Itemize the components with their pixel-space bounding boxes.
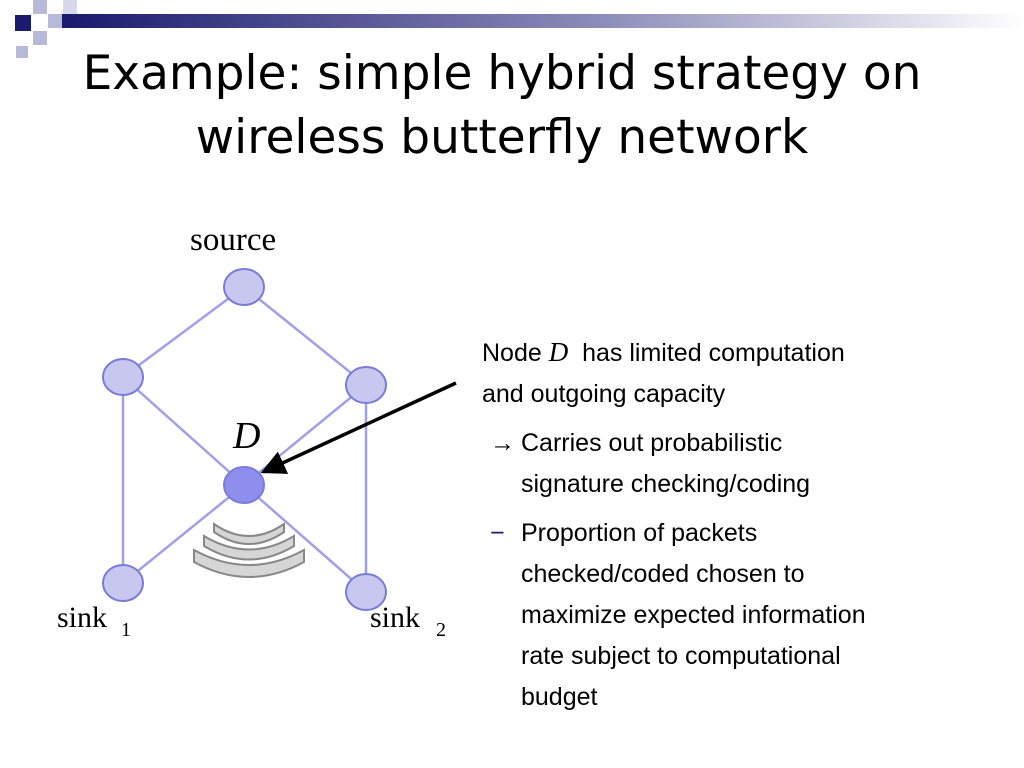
arrow-bullet-marker: → [490,429,515,457]
edge-right-d [243,384,367,486]
edge-left-d [122,376,245,486]
right-intermediate-node [345,366,387,404]
pointer-arrow [260,381,457,474]
deco-square [33,0,47,14]
description-text: Node D has limited computation and outgo… [482,332,982,718]
bullet-2-line-3: maximize expected information [521,601,866,629]
title-line-1: Example: simple hybrid strategy on [82,46,922,101]
sink1-label: sink [57,601,107,634]
node-d [223,466,265,504]
intro-paragraph: Node D has limited computation and outgo… [482,332,982,415]
deco-square [15,15,31,31]
edge-d-sink1 [122,484,245,584]
intro-rest: has limited computation [582,339,845,367]
bullet-2-line-5: budget [521,683,598,711]
left-intermediate-node [102,358,144,396]
edge-source-right [243,286,367,386]
deco-square [63,0,77,14]
sink1-subscript: 1 [121,619,131,641]
slide-title: Example: simple hybrid strategy on wirel… [40,42,964,170]
intro-line-2: and outgoing capacity [482,380,726,408]
title-line-2: wireless butterfly network [195,110,809,165]
bullet-2-line-4: rate subject to computational [521,642,841,670]
bullet-1-line-1: Carries out probabilistic [521,429,783,457]
broadcast-wave-3 [193,548,305,578]
bullet-item: − Proportion of packets checked/coded ch… [482,513,982,718]
broadcast-wave-1 [213,522,285,545]
intro-var-d: D [548,337,569,367]
intro-line-1: Node D has limited computation [482,332,982,374]
intro-word-node: Node [482,339,542,367]
deco-square [16,46,28,58]
slide-decoration [15,0,1024,58]
sink1-node [102,564,144,602]
bullet-1-line-2: signature checking/coding [521,470,811,498]
broadcast-wave-2 [203,534,295,561]
bullet-2-line-1: Proportion of packets [521,519,758,547]
dash-bullet-marker: − [490,519,505,547]
sink2-subscript: 2 [436,619,446,641]
edge-d-sink2 [243,484,367,593]
deco-square [48,14,62,28]
bullet-2-line-2: checked/coded chosen to [521,560,805,588]
sink2-node [345,573,387,611]
source-label: source [190,222,276,258]
source-node [223,268,265,306]
sink2-label: sink [370,601,420,634]
edge-source-left [122,285,245,379]
header-gradient-bar [62,14,1024,28]
deco-square [33,31,47,45]
node-d-label: D [232,415,260,457]
bullet-item: → Carries out probabilistic signature ch… [482,423,982,505]
